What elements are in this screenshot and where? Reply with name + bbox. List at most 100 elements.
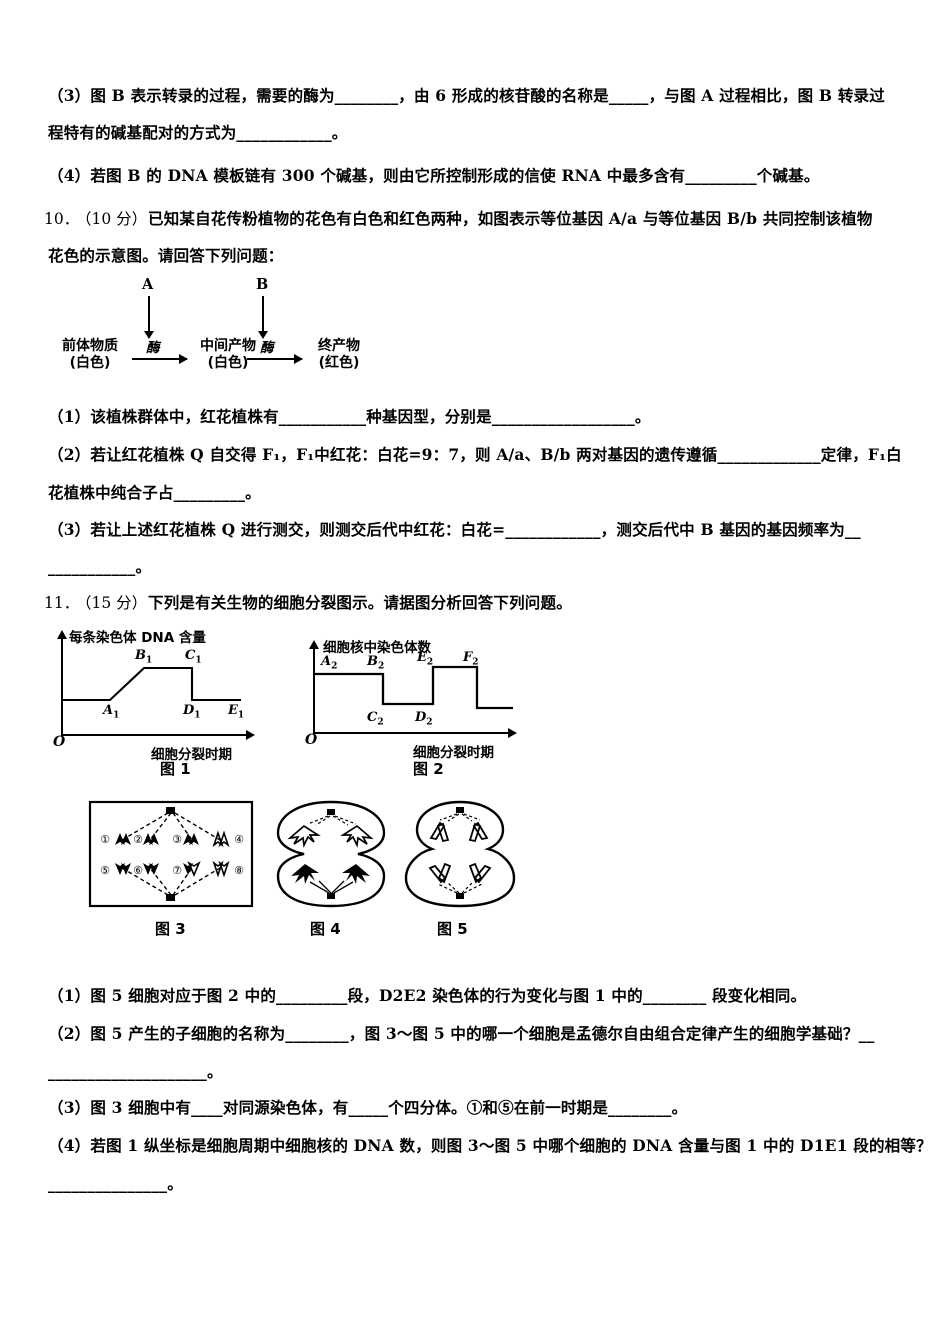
chromosome-number-4: ④ xyxy=(234,833,244,846)
q11-score: （15 分） xyxy=(76,594,148,612)
chart-fig1-point-D1-sub: 1 xyxy=(194,710,201,721)
pathway-arrow-b-down xyxy=(258,296,267,339)
q10-stem-line2: 花色的示意图。请回答下列问题： xyxy=(48,246,284,265)
chart-fig2-curve xyxy=(315,665,513,710)
chart-fig2-point-D2-text: D xyxy=(415,710,427,725)
pathway-node-final: 终产物 (红色) xyxy=(304,338,374,372)
q10-sub2-line1: （2）若让红花植株 Q 自交得 F₁，F₁中红花：白花=9：7，则 A/a、B/… xyxy=(48,445,902,464)
q9-part3-line2: 程特有的碱基配对的方式为____________。 xyxy=(48,123,348,142)
q10-sub3-line1: （3）若让上述红花植株 Q 进行测交，则测交后代中红花：白花=_________… xyxy=(48,520,861,539)
chart-fig2-xlabel: 细胞分裂时期 xyxy=(413,745,494,761)
q10-number: 10． xyxy=(44,210,80,228)
chart-fig1-point-D1: D1 xyxy=(183,703,201,721)
chart-fig2-point-F2: F2 xyxy=(463,650,479,668)
chart-fig2: 细胞核中染色体数 O 细胞分裂时期 A2 B2 C2 D2 E2 F2 xyxy=(305,636,545,761)
pathway-enzyme-1-label: 酶 xyxy=(146,340,160,356)
chart-fig2-point-E2-text: E xyxy=(417,650,427,665)
chart-fig1-point-C1: C1 xyxy=(185,648,202,666)
q9-part3-line1: （3）图 B 表示转录的过程，需要的酶为________，由 6 形成的核苷酸的… xyxy=(48,86,885,105)
chart-fig1-point-E1: E1 xyxy=(228,703,244,721)
chart-fig2-point-E2: E2 xyxy=(417,650,433,668)
q9-part4-line1: （4）若图 B 的 DNA 模板链有 300 个碱基，则由它所控制形成的信使 R… xyxy=(48,166,820,185)
chart-fig2-point-F2-text: F xyxy=(463,650,473,665)
cell-figure-3: ① ② ③ ④ ⑤ ⑥ ⑦ ⑧ xyxy=(88,800,254,908)
chart-fig1-point-B1-text: B xyxy=(135,648,146,663)
chart-fig2-point-D2-sub: 2 xyxy=(426,717,433,728)
q10-sub3-line2: ___________。 xyxy=(48,557,152,576)
cell-figure-4 xyxy=(272,798,390,910)
chart-fig2-point-C2: C2 xyxy=(367,710,384,728)
chart-fig2-point-B2: B2 xyxy=(367,654,384,672)
chart-fig1-x-axis xyxy=(61,730,255,740)
chromosome-number-2: ② xyxy=(133,833,143,846)
q11-number: 11． xyxy=(44,594,80,612)
chart-fig1-point-B1: B1 xyxy=(135,648,152,666)
cell-figure-3-svg: ① ② ③ ④ ⑤ ⑥ ⑦ ⑧ xyxy=(88,800,254,908)
cell-figure-5 xyxy=(400,798,520,910)
chart-fig2-caption: 图 2 xyxy=(413,760,444,778)
chart-fig1-point-A1-text: A xyxy=(103,703,114,718)
q10-score: （10 分） xyxy=(76,210,148,228)
chart-fig2-point-D2: D2 xyxy=(415,710,433,728)
chart-fig2-point-C2-text: C xyxy=(367,710,378,725)
chart-fig1-point-C1-text: C xyxy=(185,648,196,663)
chart-fig2-point-E2-sub: 2 xyxy=(426,657,434,668)
chart-fig1-point-A1-sub: 1 xyxy=(113,710,120,721)
chart-fig2-point-A2-sub: 2 xyxy=(331,661,338,672)
cell-figure-5-svg xyxy=(404,800,516,908)
chart-fig1-y-axis xyxy=(57,630,67,736)
cell-figure-5-caption: 图 5 xyxy=(437,920,468,938)
cell-figure-3-caption: 图 3 xyxy=(155,920,186,938)
pathway-node-intermediate-name: 中间产物 xyxy=(200,338,256,354)
chart-fig1-xlabel: 细胞分裂时期 xyxy=(151,747,232,763)
chromosome-number-6: ⑥ xyxy=(133,864,143,877)
chart-fig1: 每条染色体 DNA 含量 O 细胞分裂时期 A1 B1 C1 D1 E1 xyxy=(53,626,295,763)
chart-fig2-origin-label: O xyxy=(305,732,318,748)
pathway-enzyme-2-label: 酶 xyxy=(260,340,274,356)
chromosome-number-7: ⑦ xyxy=(172,864,182,877)
pathway-diagram: A B 前体物质 (白色) 酶 中间产物 (白色) 酶 终产物 (红色) xyxy=(52,276,412,381)
pathway-node-intermediate-color: (白色) xyxy=(207,355,249,372)
chart-fig2-point-B2-text: B xyxy=(367,654,378,669)
pathway-node-final-color: (红色) xyxy=(318,355,360,372)
pathway-arrow-1 xyxy=(132,354,188,364)
pathway-node-intermediate: 中间产物 (白色) xyxy=(190,338,266,372)
q11-sub1-line1: （1）图 5 细胞对应于图 2 中的_________段，D2E2 染色体的行为… xyxy=(48,986,807,1005)
chart-fig2-point-C2-sub: 2 xyxy=(377,717,384,728)
q10-stem-line1: 已知某自花传粉植物的花色有白色和红色两种，如图表示等位基因 A/a 与等位基因 … xyxy=(148,209,873,228)
pathway-node-final-name: 终产物 xyxy=(318,338,360,354)
pathway-gene-b-label: B xyxy=(256,276,269,293)
chromosome-number-1: ① xyxy=(100,833,110,846)
chromosome-number-8: ⑧ xyxy=(234,864,244,877)
chart-fig2-point-B2-sub: 2 xyxy=(378,661,385,672)
q11-sub2-line1: （2）图 5 产生的子细胞的名称为________，图 3～图 5 中的哪一个细… xyxy=(48,1024,875,1043)
chromosome-number-5: ⑤ xyxy=(100,864,110,877)
pathway-arrow-a-down xyxy=(144,296,153,339)
q11-sub4-line1: （4）若图 1 纵坐标是细胞周期中细胞核的 DNA 数，则图 3～图 5 中哪个… xyxy=(48,1136,932,1155)
q10-sub2-line2: 花植株中纯合子占_________。 xyxy=(48,483,261,502)
chart-fig1-curve xyxy=(63,666,241,702)
q11-stem-line1: 下列是有关生物的细胞分裂图示。请据图分析回答下列问题。 xyxy=(148,593,572,612)
chart-fig1-point-A1: A1 xyxy=(103,703,119,721)
pathway-gene-a-label: A xyxy=(142,276,154,293)
chart-fig2-point-A2: A2 xyxy=(321,654,337,672)
chart-fig1-origin-label: O xyxy=(53,734,66,750)
chart-fig1-point-D1-text: D xyxy=(183,703,195,718)
chart-fig1-ylabel: 每条染色体 DNA 含量 xyxy=(69,630,206,646)
q11-sub4-line2: _______________。 xyxy=(48,1174,183,1193)
chart-fig1-point-C1-sub: 1 xyxy=(195,655,202,666)
pathway-node-precursor-color: (白色) xyxy=(69,355,111,372)
chart-fig1-point-B1-sub: 1 xyxy=(146,655,153,666)
pathway-arrow-2 xyxy=(247,354,303,364)
chart-fig1-point-E1-text: E xyxy=(228,703,238,718)
pathway-node-precursor: 前体物质 (白色) xyxy=(52,338,128,372)
cell-figure-4-svg xyxy=(276,800,386,908)
chart-fig2-ylabel: 细胞核中染色体数 xyxy=(323,640,431,656)
chart-fig1-caption: 图 1 xyxy=(160,760,191,778)
cell-figure-4-caption: 图 4 xyxy=(310,920,341,938)
q11-sub2-line2: ____________________。 xyxy=(48,1062,223,1081)
pathway-node-precursor-name: 前体物质 xyxy=(62,338,118,354)
chromosome-number-3: ③ xyxy=(172,833,182,846)
chart-fig2-y-axis xyxy=(309,640,319,734)
